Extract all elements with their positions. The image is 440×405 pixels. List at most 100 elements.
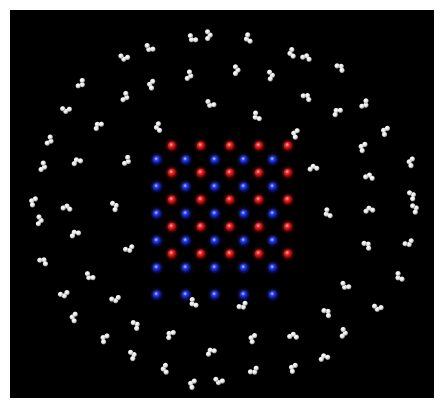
- cation-atom: [197, 196, 205, 204]
- water-atom: [319, 357, 324, 362]
- water-atom: [314, 166, 319, 171]
- water-atom: [41, 161, 46, 166]
- water-molecule: [101, 333, 110, 344]
- water-atom: [70, 233, 75, 238]
- water-molecule: [206, 348, 217, 357]
- water-molecule: [291, 128, 300, 140]
- water-atom: [39, 167, 44, 172]
- water-molecule: [233, 64, 241, 76]
- water-atom: [245, 32, 250, 37]
- water-atom: [134, 326, 139, 331]
- water-atom: [257, 116, 262, 121]
- cation-atom: [255, 142, 263, 150]
- water-molecule: [308, 164, 320, 172]
- water-atom: [189, 385, 194, 390]
- water-molecule: [244, 32, 253, 44]
- water-molecule: [166, 330, 176, 340]
- water-atom: [33, 196, 38, 201]
- anion-atom: [240, 183, 248, 191]
- water-molecule: [403, 238, 414, 247]
- water-atom: [410, 156, 415, 161]
- anion-atom: [211, 291, 219, 299]
- water-atom: [80, 78, 85, 83]
- water-molecule: [381, 126, 390, 137]
- water-atom: [67, 207, 72, 212]
- water-atom: [382, 132, 387, 137]
- cation-atom: [226, 250, 234, 258]
- water-atom: [60, 106, 65, 111]
- water-molecule: [359, 142, 368, 153]
- water-molecule: [410, 203, 419, 214]
- water-molecule: [131, 320, 140, 331]
- water-atom: [30, 202, 35, 207]
- water-atom: [163, 363, 168, 368]
- water-molecule: [213, 377, 225, 386]
- water-atom: [252, 333, 257, 338]
- cation-atom: [255, 223, 263, 231]
- cation-atom: [255, 196, 263, 204]
- water-molecule: [300, 53, 312, 62]
- water-atom: [150, 79, 155, 84]
- water-molecule: [340, 327, 348, 339]
- water-molecule: [249, 333, 258, 344]
- water-atom: [364, 209, 369, 214]
- water-atom: [294, 335, 299, 340]
- water-atom: [188, 33, 193, 38]
- water-atom: [123, 91, 128, 96]
- water-molecule: [287, 47, 295, 59]
- water-molecule: [321, 308, 331, 318]
- water-atom: [85, 271, 90, 276]
- water-atom: [130, 356, 135, 361]
- water-atom: [340, 281, 345, 286]
- water-atom: [164, 370, 169, 375]
- water-atom: [193, 303, 198, 308]
- water-atom: [306, 97, 311, 102]
- water-atom: [99, 122, 104, 127]
- water-atom: [123, 247, 128, 252]
- water-atom: [110, 201, 115, 206]
- water-atom: [237, 304, 242, 309]
- anion-atom: [269, 156, 277, 164]
- water-atom: [300, 55, 305, 60]
- water-atom: [125, 155, 130, 160]
- anion-atom: [182, 264, 190, 272]
- water-molecule: [29, 196, 38, 207]
- water-molecule: [205, 29, 213, 41]
- water-molecule: [161, 363, 169, 375]
- water-atom: [145, 43, 150, 48]
- water-molecule: [36, 214, 44, 226]
- anion-atom: [211, 237, 219, 245]
- water-molecule: [72, 157, 83, 166]
- anion-atom: [269, 183, 277, 191]
- anion-atom: [153, 156, 161, 164]
- anion-atom: [153, 264, 161, 272]
- water-atom: [346, 284, 351, 289]
- water-molecule: [267, 70, 275, 82]
- water-atom: [45, 141, 50, 146]
- anion-atom: [211, 210, 219, 218]
- water-atom: [187, 69, 192, 74]
- water-molecule: [190, 297, 199, 308]
- cation-atom: [284, 223, 292, 231]
- water-atom: [58, 292, 63, 297]
- water-molecule: [237, 301, 248, 310]
- water-atom: [362, 142, 367, 147]
- water-atom: [333, 112, 338, 117]
- anion-atom: [153, 291, 161, 299]
- water-atom: [212, 348, 217, 353]
- water-molecule: [363, 173, 375, 181]
- water-atom: [321, 308, 326, 313]
- water-atom: [267, 70, 272, 75]
- anion-atom: [182, 210, 190, 218]
- water-molecule: [362, 241, 372, 251]
- water-atom: [268, 76, 273, 81]
- water-atom: [253, 111, 258, 116]
- water-atom: [409, 238, 414, 243]
- water-atom: [190, 297, 195, 302]
- water-atom: [233, 64, 238, 69]
- water-atom: [370, 208, 375, 213]
- water-atom: [328, 213, 333, 218]
- water-molecule: [154, 121, 162, 133]
- cation-atom: [168, 169, 176, 177]
- water-atom: [193, 37, 198, 42]
